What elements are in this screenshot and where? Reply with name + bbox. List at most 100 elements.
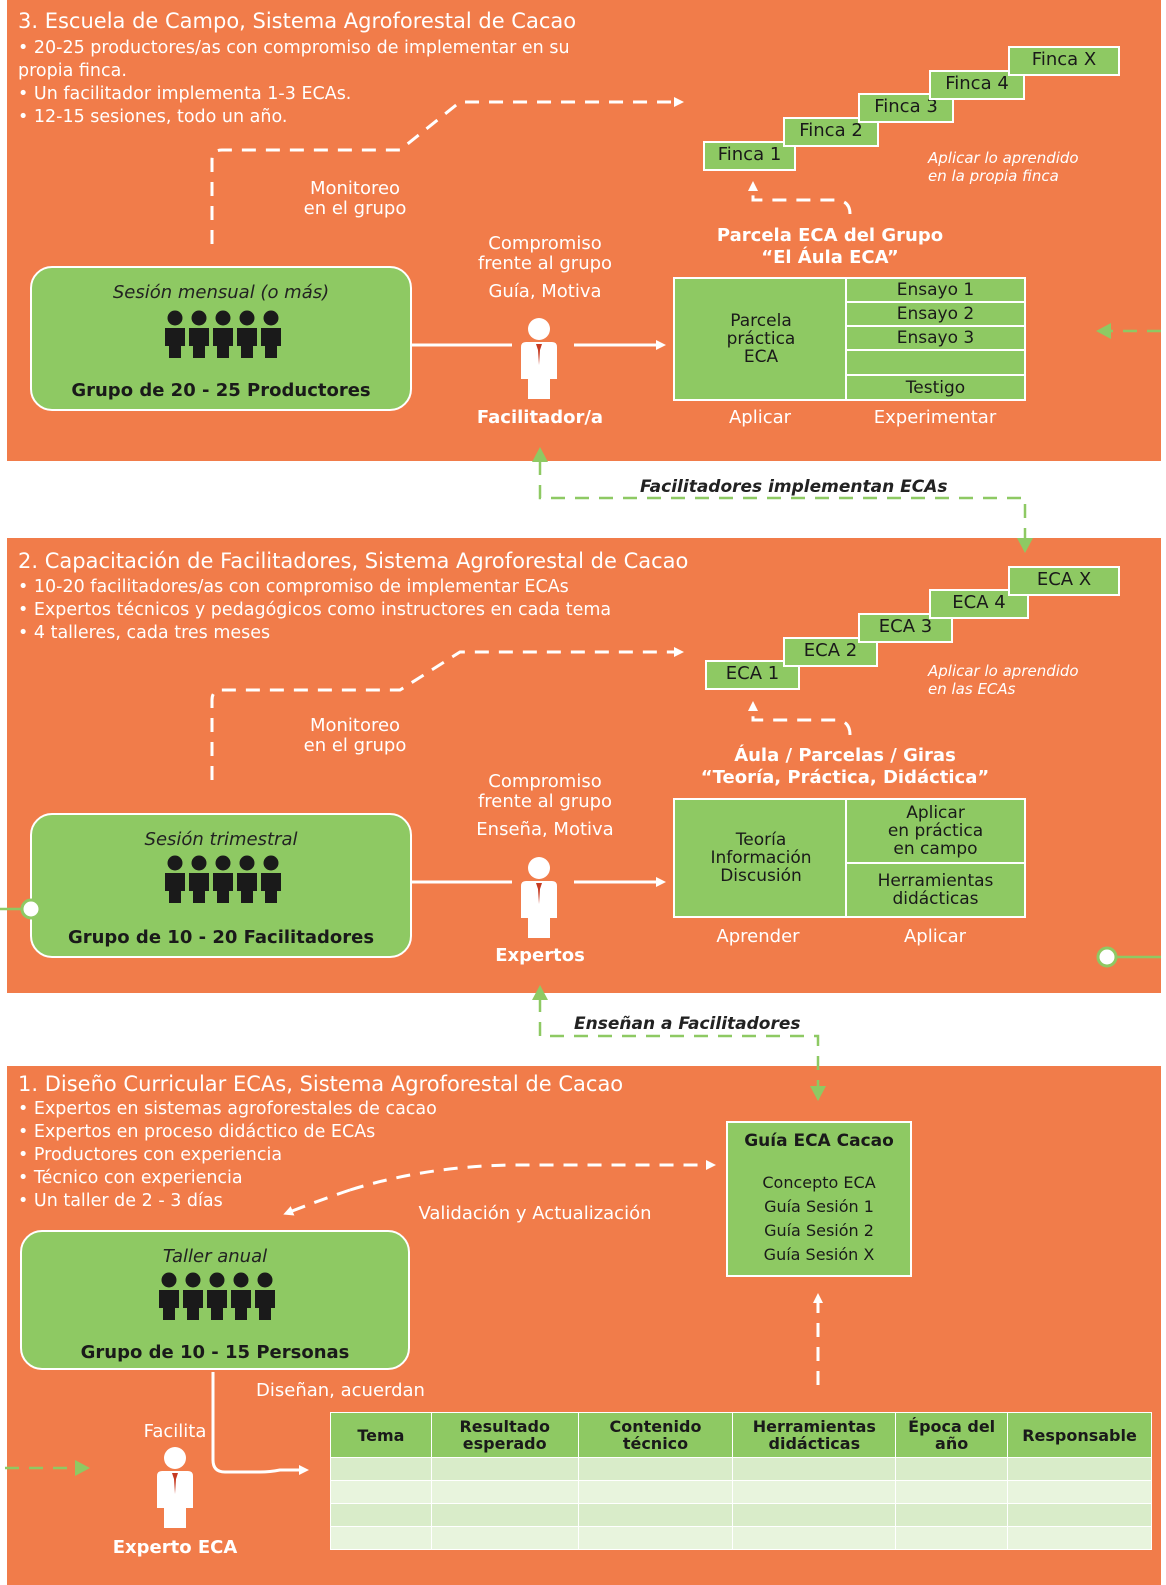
level3-label-experiment: Experimentar	[873, 407, 997, 428]
table-cell	[732, 1480, 897, 1504]
monitor-arrow	[210, 647, 684, 780]
level3-control: Testigo	[845, 374, 1026, 401]
table-cell	[430, 1526, 579, 1550]
level3-monitor-label: Monitoreo en el grupo	[303, 178, 407, 219]
person-body	[165, 328, 185, 358]
monitor-arrow	[210, 97, 684, 244]
person-head	[161, 1272, 177, 1288]
bullet: • Un taller de 2 - 3 días	[18, 1191, 223, 1211]
level2-monitor-label: Monitoreo en el grupo	[303, 715, 407, 756]
level2-plot-left: Teoría Información Discusión	[673, 798, 849, 918]
bullet: • 4 talleres, cada tres meses	[18, 623, 271, 643]
person-head	[191, 855, 207, 871]
person-body	[213, 873, 233, 903]
level2-plot-title: Áula / Parcelas / Giras “Teoría, Práctic…	[700, 745, 990, 788]
table-cell	[577, 1526, 734, 1550]
validation-arrow-right	[349, 1160, 716, 1192]
person-head	[167, 310, 183, 326]
step-eca-4: ECA 4	[929, 589, 1029, 619]
guide-item: Guía Sesión 2	[764, 1221, 874, 1240]
person-head	[257, 1272, 273, 1288]
person-head	[209, 1272, 225, 1288]
guide-title: Guía ECA Cacao	[744, 1131, 894, 1151]
table-cell	[1007, 1457, 1152, 1481]
table-cell	[895, 1526, 1009, 1550]
person-body	[183, 1290, 203, 1320]
person-head	[215, 310, 231, 326]
table-row	[330, 1526, 1152, 1550]
group-session: Sesión trimestral	[144, 829, 298, 850]
level3-bullets: • 20-25 productores/as con compromiso de…	[18, 37, 570, 129]
person-body	[189, 873, 209, 903]
person-icon	[157, 1447, 193, 1528]
level3-commit-label: Compromiso frente al grupo	[477, 233, 613, 274]
person-body	[213, 328, 233, 358]
bullet: • Productores con experiencia	[18, 1145, 283, 1165]
table-cell	[330, 1503, 432, 1527]
table-cell	[895, 1480, 1009, 1504]
column-header: Contenido técnico	[577, 1412, 734, 1458]
column-header: Resultado esperado	[430, 1412, 579, 1458]
level3-title: 3. Escuela de Campo, Sistema Agroforesta…	[18, 9, 577, 33]
table-cell	[1007, 1526, 1152, 1550]
level1-person-label: Experto ECA	[112, 1537, 238, 1558]
connector-node	[1096, 946, 1118, 968]
person-body	[189, 328, 209, 358]
level3-label-apply: Aplicar	[728, 407, 792, 428]
level1-validation-label: Validación y Actualización	[418, 1203, 652, 1224]
table-row	[330, 1457, 1152, 1481]
person-body	[261, 873, 281, 903]
person-body	[159, 1290, 179, 1320]
bullet: • Expertos técnicos y pedagógicos como i…	[18, 600, 612, 620]
level3-group-box: Sesión mensual (o más) Grupo de 20 - 25 …	[30, 266, 412, 411]
guide-item: Guía Sesión 1	[764, 1197, 874, 1216]
table-cell	[732, 1526, 897, 1550]
guide-item: Concepto ECA	[762, 1173, 876, 1192]
level3-person-label: Facilitador/a	[476, 407, 604, 428]
level3-plot-title: Parcela ECA del Grupo “El Áula ECA”	[716, 225, 944, 268]
people-icon	[165, 855, 281, 903]
group-name: Grupo de 10 - 15 Personas	[80, 1342, 350, 1363]
person-body	[261, 328, 281, 358]
connector-2-1	[538, 998, 820, 1088]
bullet: • Un facilitador implementa 1-3 ECAs.	[18, 84, 352, 104]
level2-role-action: Enseña, Motiva	[476, 819, 614, 840]
person-icon	[521, 318, 557, 399]
level3-plot-left: Parcela práctica ECA	[673, 277, 849, 401]
bullet: • 12-15 sesiones, todo un año.	[18, 107, 288, 127]
level3-apply-note: Aplicar lo aprendido en la propia finca	[928, 149, 1079, 185]
people-icon	[165, 310, 281, 358]
bullet: • 10-20 facilitadores/as con compromiso …	[18, 577, 569, 597]
person-body	[237, 328, 257, 358]
bullet: • 20-25 productores/as con compromiso de…	[18, 38, 570, 58]
table-cell	[732, 1457, 897, 1481]
level1-group-box: Taller anual Grupo de 10 - 15 Personas	[20, 1230, 410, 1370]
table-cell	[430, 1503, 579, 1527]
person-icon	[521, 857, 557, 938]
person-head	[185, 1272, 201, 1288]
person-body	[165, 873, 185, 903]
table-cell	[1007, 1480, 1152, 1504]
group-session: Sesión mensual (o más)	[112, 282, 330, 303]
person-head	[263, 855, 279, 871]
column-header: Responsable	[1007, 1412, 1152, 1458]
person-head	[167, 855, 183, 871]
level1-design-label: Diseñan, acuerdan	[256, 1380, 425, 1401]
table-row	[330, 1503, 1152, 1527]
table-cell	[732, 1503, 897, 1527]
person-head	[215, 855, 231, 871]
level1-bullets: • Expertos en sistemas agroforestales de…	[18, 1098, 437, 1213]
step-finca-1: Finca 1	[703, 141, 796, 171]
group-name: Grupo de 20 - 25 Productores	[71, 380, 371, 401]
level2-label-learn: Aprender	[716, 926, 800, 947]
person-body	[231, 1290, 251, 1320]
person-head	[239, 855, 255, 871]
connector-2-1-label: Enseñan a Facilitadores	[574, 1014, 801, 1034]
table-cell	[895, 1503, 1009, 1527]
curriculum-table: Tema Resultado esperado Contenido técnic…	[330, 1412, 1152, 1550]
level1-title: 1. Diseño Curricular ECAs, Sistema Agrof…	[18, 1072, 624, 1096]
person-head	[191, 310, 207, 326]
step-finca-x: Finca X	[1008, 46, 1120, 76]
level1-facilita-label: Facilita	[143, 1421, 207, 1442]
